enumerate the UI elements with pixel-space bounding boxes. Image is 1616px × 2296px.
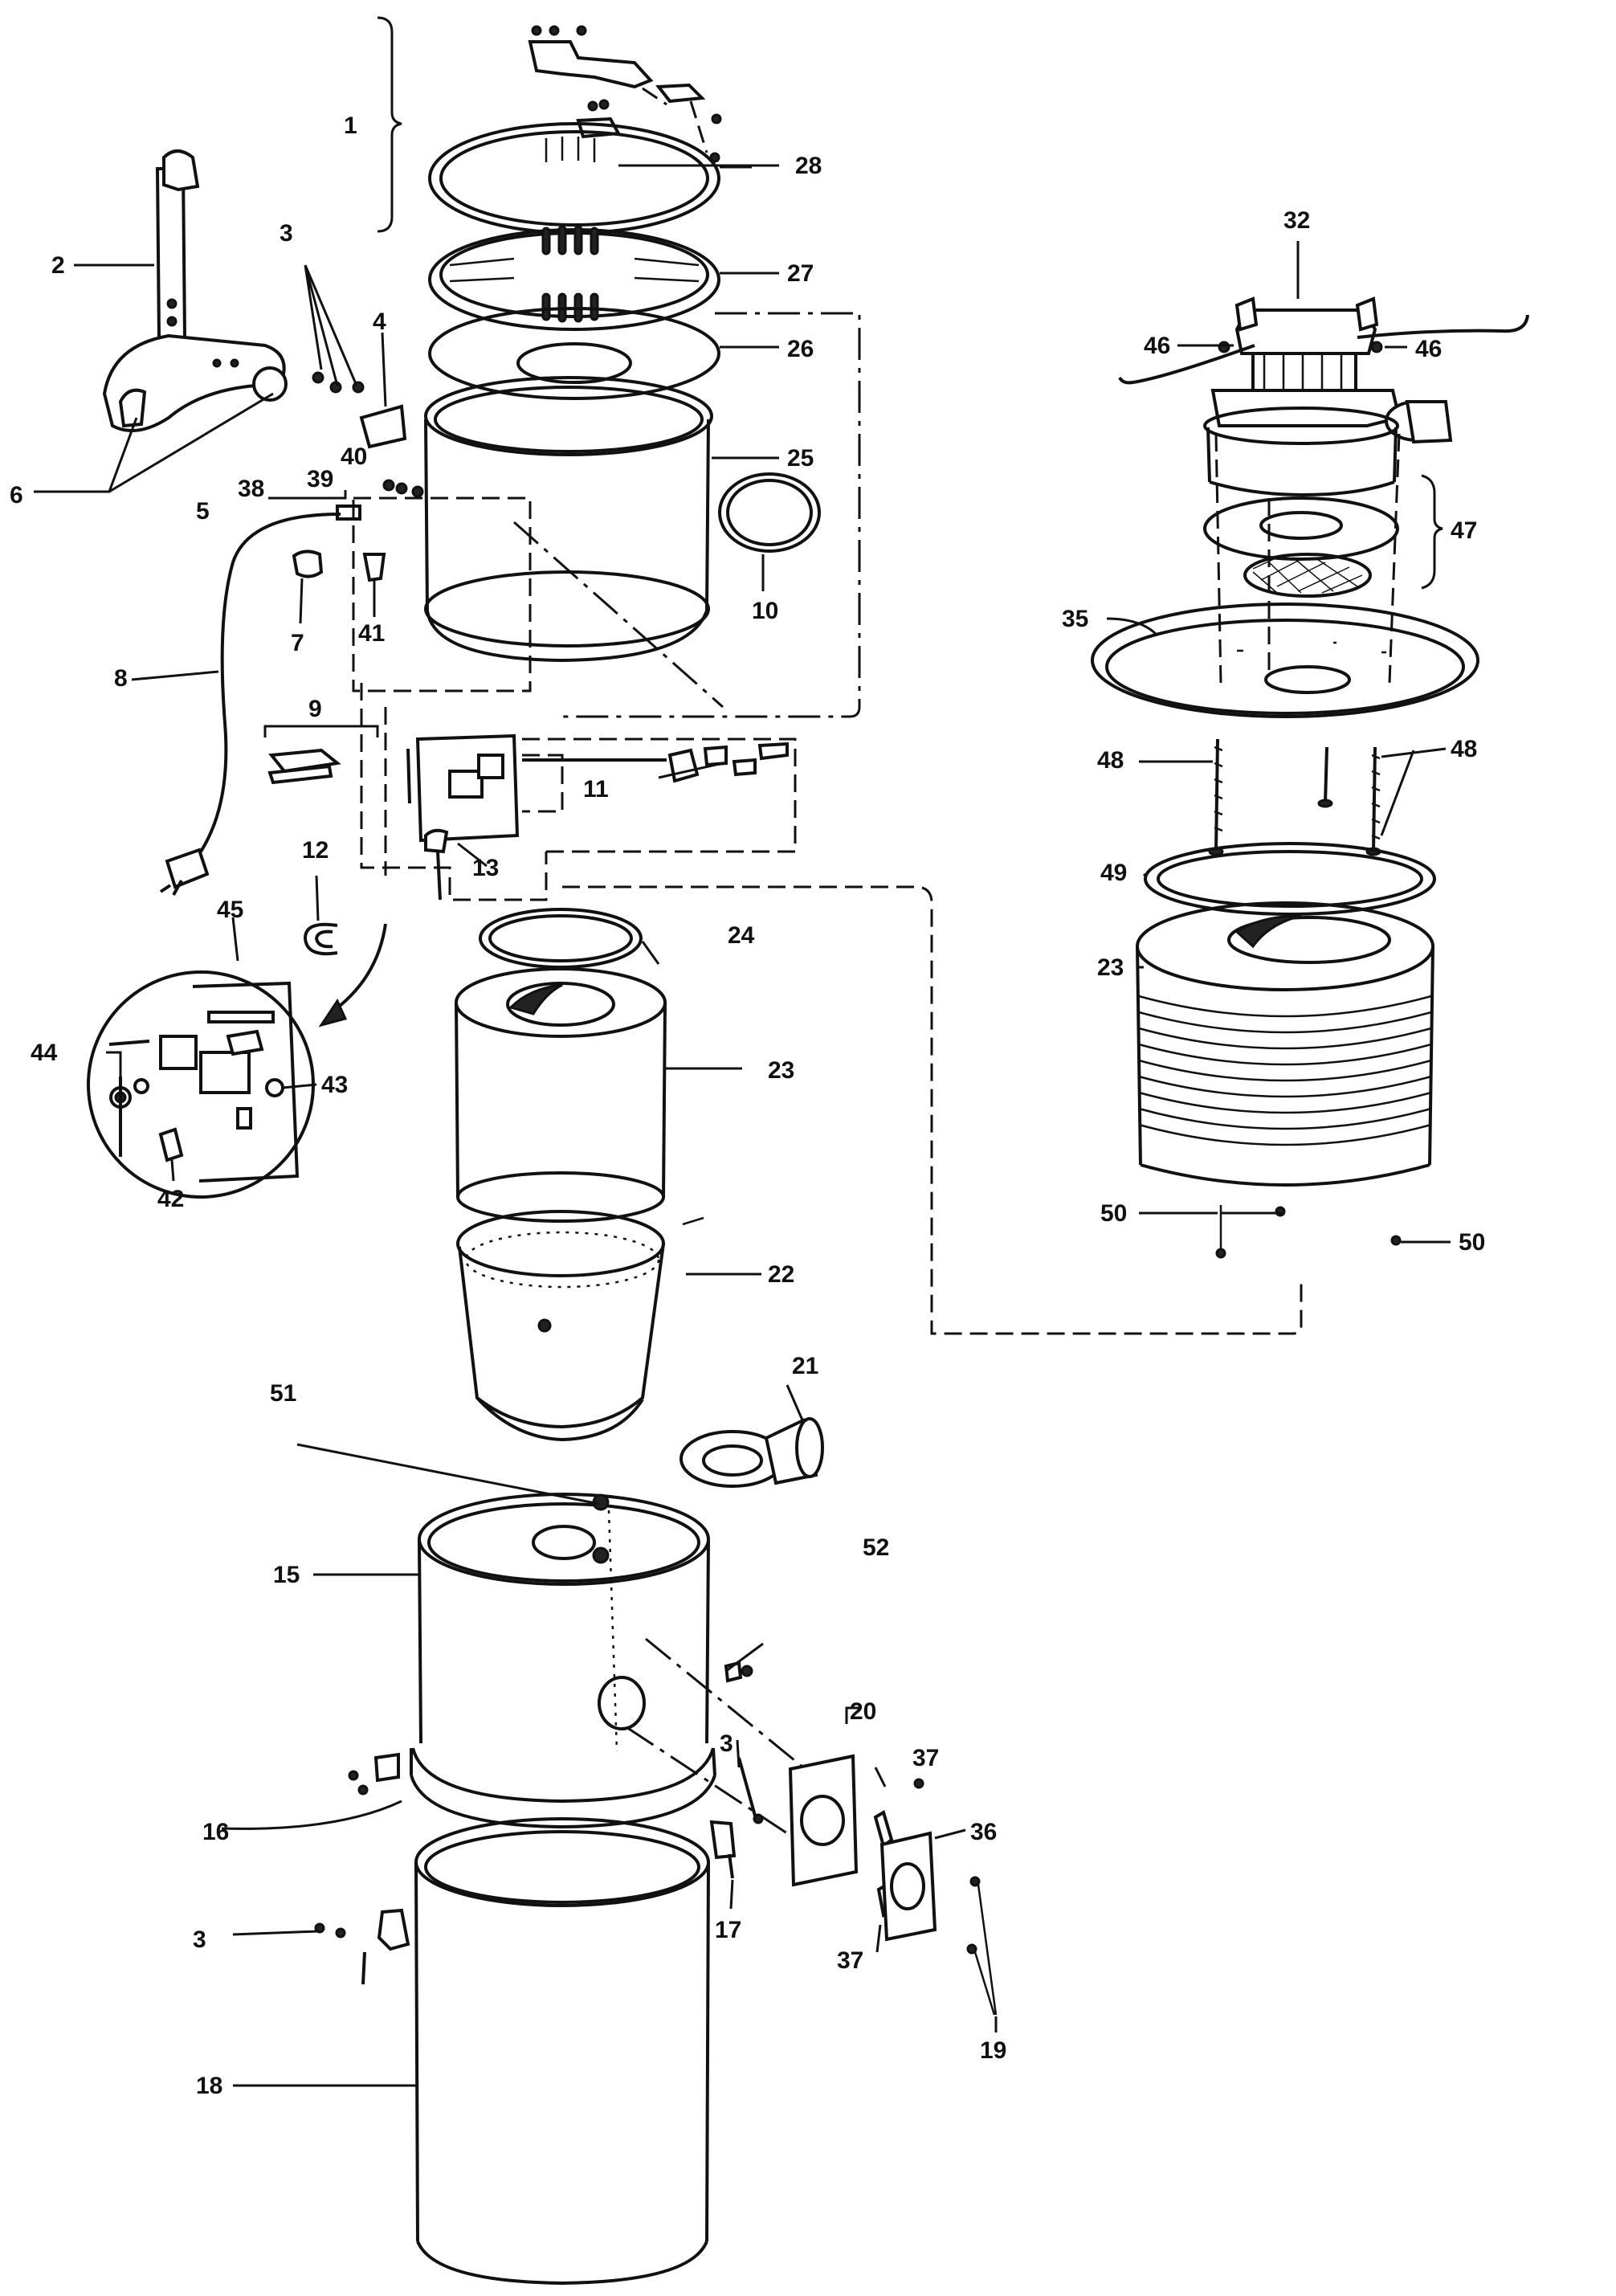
label-3-right: 3 — [720, 1730, 733, 1757]
label-3-bottom: 3 — [193, 1926, 206, 1953]
label-45: 45 — [217, 897, 243, 923]
retaining-clip — [303, 922, 338, 956]
label-37-bottom: 37 — [837, 1947, 863, 1974]
mounting-bolts — [1208, 738, 1381, 856]
label-17: 17 — [715, 1917, 741, 1943]
upper-housing — [424, 312, 861, 718]
gasket-26 — [428, 307, 720, 400]
label-25: 25 — [787, 445, 814, 472]
label-12: 12 — [302, 837, 329, 864]
label-22: 22 — [768, 1261, 794, 1288]
label-46-left: 46 — [1144, 333, 1170, 359]
label-6: 6 — [10, 482, 23, 509]
label-40: 40 — [341, 443, 367, 470]
main-canister — [348, 1493, 737, 1879]
gasket-24 — [479, 908, 643, 969]
filter-screen — [428, 225, 720, 331]
label-24: 24 — [728, 922, 755, 949]
filter-cartridge — [455, 967, 667, 1223]
label-23-right: 23 — [1097, 954, 1124, 981]
seal-ring — [1144, 842, 1436, 916]
label-10: 10 — [752, 598, 778, 624]
label-32: 32 — [1283, 207, 1310, 234]
label-26: 26 — [787, 336, 814, 362]
label-44: 44 — [31, 1040, 58, 1066]
access-cover — [718, 472, 821, 553]
label-11: 11 — [583, 776, 609, 803]
label-16: 16 — [202, 1819, 229, 1845]
motor-plate — [1091, 603, 1479, 718]
leader-lines — [34, 164, 1451, 2087]
label-39: 39 — [307, 466, 333, 492]
label-3-top: 3 — [280, 220, 293, 247]
label-20: 20 — [850, 1698, 876, 1725]
control-board — [263, 683, 797, 901]
label-41: 41 — [358, 620, 385, 647]
switch-mount — [292, 371, 532, 876]
power-cord — [159, 513, 341, 896]
label-38: 38 — [238, 476, 264, 502]
label-7: 7 — [291, 630, 304, 656]
label-42: 42 — [157, 1186, 184, 1212]
label-13: 13 — [472, 855, 499, 881]
label-27: 27 — [787, 260, 814, 287]
label-28: 28 — [795, 153, 822, 179]
label-51: 51 — [270, 1380, 296, 1407]
label-15: 15 — [273, 1562, 300, 1588]
label-8: 8 — [114, 665, 128, 692]
filter-bag — [456, 1210, 704, 1442]
label-2: 2 — [51, 252, 65, 279]
mounting-bracket — [102, 149, 288, 432]
part-labels: 1 2 3 3 3 4 5 6 7 8 9 10 11 12 13 15 16 … — [10, 112, 1485, 2099]
label-52: 52 — [863, 1534, 889, 1561]
label-35: 35 — [1062, 606, 1088, 632]
inlet-fitting — [679, 1417, 824, 1488]
label-47: 47 — [1451, 517, 1477, 544]
label-50-left: 50 — [1100, 1200, 1127, 1227]
gasket-47 — [1203, 474, 1443, 598]
label-9: 9 — [308, 696, 322, 722]
lower-canister — [314, 1817, 710, 2286]
motor-assembly — [1118, 296, 1529, 497]
label-19: 19 — [980, 2037, 1006, 2064]
motor-guides — [1214, 433, 1401, 684]
label-18: 18 — [196, 2073, 222, 2099]
muffler-housing — [1136, 901, 1434, 1259]
label-48-left: 48 — [1097, 747, 1124, 774]
label-36: 36 — [970, 1819, 997, 1845]
lid-assembly — [377, 16, 722, 235]
exhaust-parts — [626, 1637, 998, 2016]
label-43: 43 — [321, 1072, 348, 1098]
label-37-top: 37 — [912, 1745, 939, 1771]
label-46-right: 46 — [1415, 336, 1442, 362]
label-21: 21 — [792, 1353, 818, 1379]
detail-inset — [87, 923, 387, 1199]
label-23-center: 23 — [768, 1057, 794, 1084]
label-48-right: 48 — [1451, 736, 1477, 762]
label-49: 49 — [1100, 860, 1127, 886]
label-1: 1 — [344, 112, 357, 139]
label-4: 4 — [373, 308, 386, 335]
label-5: 5 — [196, 498, 210, 525]
label-50-right: 50 — [1459, 1229, 1485, 1256]
connector-dash — [562, 885, 1303, 1335]
